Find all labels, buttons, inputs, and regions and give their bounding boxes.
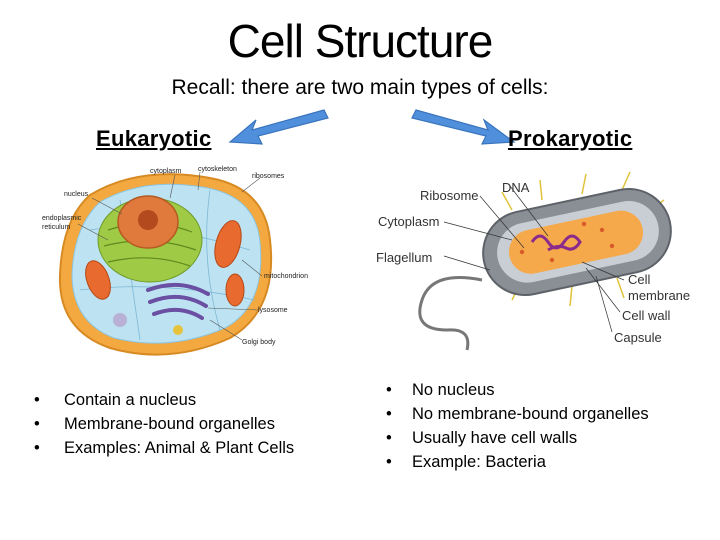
prokaryotic-heading: Prokaryotic bbox=[508, 126, 633, 151]
eukaryotic-cell-diagram: cytoplasm cytoskeleton ribosomes nucleus… bbox=[42, 166, 308, 356]
dna-shape bbox=[530, 234, 582, 252]
label-nucleus: nucleus bbox=[64, 191, 89, 198]
golgi-shape bbox=[146, 282, 210, 320]
eukaryotic-bullet-list: Contain a nucleus Membrane-bound organel… bbox=[20, 388, 330, 460]
slide-subtitle: Recall: there are two main types of cell… bbox=[171, 76, 549, 99]
label-cell-membrane-2: membrane bbox=[628, 288, 690, 303]
mitochondrion-shape bbox=[85, 220, 245, 307]
list-item: No nucleus bbox=[372, 378, 712, 402]
slide-title: Cell Structure bbox=[227, 15, 494, 67]
label-flagellum: Flagellum bbox=[376, 250, 432, 265]
label-cell-wall: Cell wall bbox=[622, 308, 671, 323]
label-er-1: endoplasmic bbox=[42, 215, 82, 222]
list-item: Membrane-bound organelles bbox=[20, 412, 330, 436]
prokaryotic-cell-diagram: Ribosome DNA Cytoplasm Flagellum Cell me… bbox=[376, 171, 690, 351]
list-item: Examples: Animal & Plant Cells bbox=[20, 436, 330, 460]
label-lysosome: lysosome bbox=[258, 307, 288, 314]
label-cell-membrane-1: Cell bbox=[628, 272, 651, 287]
prokaryotic-bullet-list: No nucleus No membrane-bound organelles … bbox=[372, 378, 712, 474]
list-item: Usually have cell walls bbox=[372, 426, 712, 450]
label-ribosome: Ribosome bbox=[420, 188, 479, 203]
arrow-right-icon bbox=[411, 109, 516, 145]
list-item: Contain a nucleus bbox=[20, 388, 330, 412]
label-golgi: Golgi body bbox=[242, 339, 276, 346]
label-cytoplasm: Cytoplasm bbox=[378, 214, 439, 229]
eukaryotic-heading: Eukaryotic bbox=[96, 126, 212, 151]
list-item: No membrane-bound organelles bbox=[372, 402, 712, 426]
list-item: Example: Bacteria bbox=[372, 450, 712, 474]
label-ribosomes: ribosomes bbox=[252, 173, 285, 180]
arrow-left-icon bbox=[228, 109, 329, 145]
label-cytoskeleton: cytoskeleton bbox=[198, 166, 237, 173]
label-er-2: reticulum bbox=[42, 224, 71, 231]
label-cytoplasm: cytoplasm bbox=[150, 168, 182, 175]
label-dna: DNA bbox=[502, 180, 530, 195]
flagellum-shape bbox=[418, 276, 483, 351]
label-capsule: Capsule bbox=[614, 330, 662, 345]
label-mitochondrion: mitochondrion bbox=[264, 273, 308, 280]
